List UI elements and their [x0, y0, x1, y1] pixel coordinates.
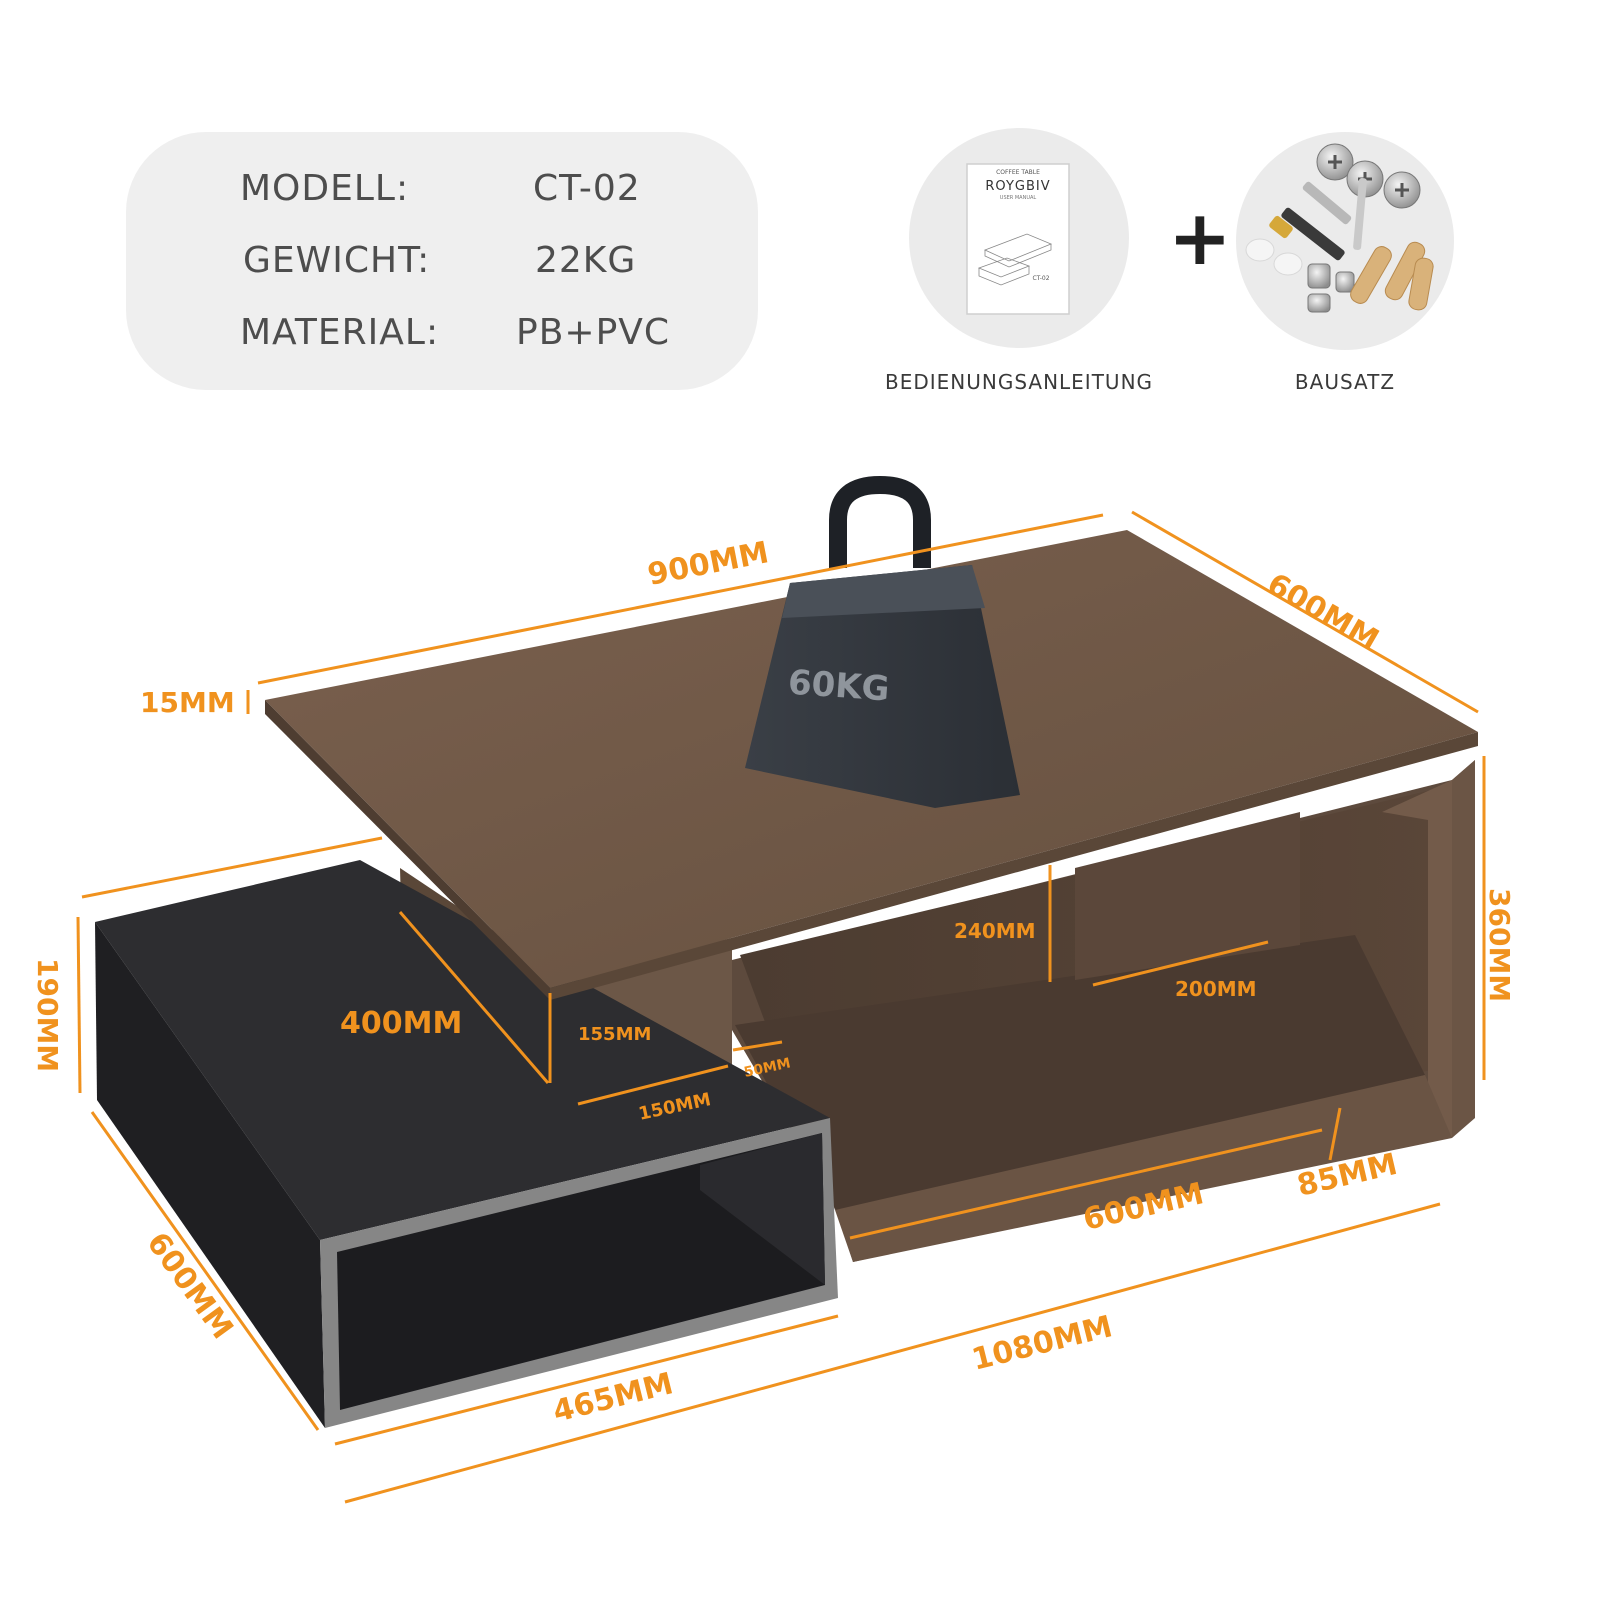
spec-value-material: PB+PVC [516, 312, 671, 353]
manual-circle: COFFEE TABLE ROYGBIV USER MANUAL CT-02 [909, 128, 1129, 348]
dim-post-height: 155MM [578, 1024, 651, 1045]
spec-label-material: MATERIAL: [240, 312, 440, 353]
weight-label: 60KG [787, 663, 891, 710]
plastic-cap-icons [1245, 238, 1303, 276]
kit-circle [1236, 132, 1454, 350]
spec-value-weight: 22KG [535, 240, 637, 281]
dimension-lines [76, 510, 1486, 1504]
manual-booklet-icon: COFFEE TABLE ROYGBIV USER MANUAL CT-02 [966, 163, 1070, 315]
dim-black-box-height: 190MM [31, 958, 64, 1072]
kit-caption: BAUSATZ [1294, 370, 1396, 394]
spec-label-weight: GEWICHT: [243, 240, 431, 281]
manual-booklet-title: ROYGBIV [985, 179, 1050, 194]
black-side-box [95, 860, 838, 1428]
dim-overhang-depth: 400MM [340, 1006, 462, 1041]
dim-total-length: 1080MM [968, 1309, 1115, 1378]
spec-card [126, 132, 758, 390]
manual-booklet-subtitle-top: COFFEE TABLE [996, 169, 1040, 176]
dim-height-total: 360MM [1483, 888, 1516, 1002]
wooden-dowel-icons [1350, 241, 1434, 311]
dim-inner-height: 240MM [954, 919, 1036, 943]
bolt-icons [1269, 178, 1367, 261]
dim-black-box-width: 465MM [549, 1366, 676, 1430]
plus-symbol: + [1168, 193, 1232, 282]
cam-lock-icons [1316, 143, 1421, 209]
hardware-kit-icon [1245, 143, 1434, 313]
spec-label-model: MODELL: [240, 168, 410, 209]
manual-booklet-model: CT-02 [1032, 275, 1049, 282]
dim-inner-depth: 200MM [1175, 977, 1257, 1001]
weight-icon: 60KG [745, 475, 1020, 808]
manual-booklet-subtitle-bottom: USER MANUAL [1000, 195, 1037, 201]
metal-fitting-icons [1307, 263, 1355, 313]
manual-caption: BEDIENUNGSANLEITUNG [884, 370, 1154, 394]
spec-value-model: CT-02 [533, 168, 641, 209]
dim-top-thickness: 15MM [140, 686, 235, 719]
